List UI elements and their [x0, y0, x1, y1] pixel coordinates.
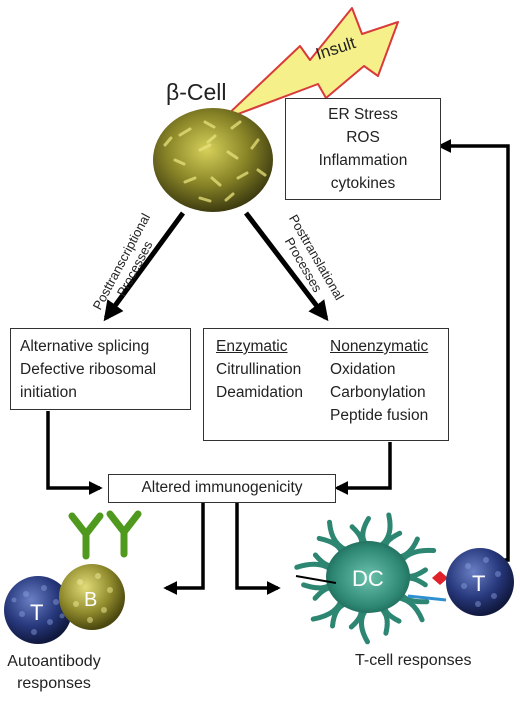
stress-item: ROS — [346, 129, 380, 146]
tcr-contact-line — [407, 594, 447, 602]
nonenzymatic-column: Nonenzymatic Oxidation Carbonylation Pep… — [330, 335, 428, 427]
enzymatic-item: Citrullination — [216, 361, 302, 378]
altered-immunogenicity-label: Altered immunogenicity — [141, 479, 303, 496]
arrow-right-process — [244, 211, 329, 322]
autoantibody-label: Autoantibody responses — [0, 651, 108, 695]
b-cell-label: B — [84, 589, 97, 611]
arrow-feedback-to-stress — [437, 139, 510, 562]
autoantibody-line: responses — [17, 675, 91, 692]
nonenzymatic-heading: Nonenzymatic — [330, 338, 429, 355]
t-cell-left-label: T — [30, 600, 43, 625]
splicing-item: initiation — [20, 384, 77, 401]
enzymatic-column: Enzymatic Citrullination Deamidation — [216, 335, 303, 404]
stress-box: ER Stress ROS Inflammation cytokines — [285, 98, 441, 200]
t-cell-right — [446, 548, 514, 616]
stress-item: ER Stress — [328, 106, 398, 123]
altered-immunogenicity-box: Altered immunogenicity — [108, 474, 336, 503]
tcell-responses-text: T-cell responses — [355, 652, 472, 669]
stress-item: cytokines — [330, 175, 396, 192]
splicing-item: Alternative splicing — [20, 338, 150, 355]
antibody-icon — [68, 510, 142, 560]
arrow-left-to-altered — [46, 411, 103, 495]
arrow-altered-to-autoantibody — [163, 502, 205, 595]
t-cell-right-label: T — [472, 571, 485, 596]
autoantibody-line: Autoantibody — [7, 653, 101, 670]
modification-box: Enzymatic Citrullination Deamidation Non… — [203, 328, 449, 441]
enzymatic-item: Deamidation — [216, 384, 304, 401]
dendritic-cell — [294, 512, 437, 645]
arrow-altered-to-tcell — [235, 502, 281, 595]
beta-cell-label: β-Cell — [166, 79, 227, 105]
arrow-left-process — [103, 211, 186, 322]
nonenzymatic-item: Peptide fusion — [330, 407, 429, 424]
beta-cell — [153, 108, 273, 212]
t-cell-left — [4, 576, 72, 644]
b-cell — [59, 564, 125, 630]
tcell-responses-label: T-cell responses — [355, 652, 472, 670]
splicing-box: Alternative splicing Defective ribosomal… — [10, 328, 191, 410]
nonenzymatic-item: Carbonylation — [330, 384, 426, 401]
arrow-right-to-altered — [334, 442, 392, 495]
enzymatic-heading: Enzymatic — [216, 338, 288, 355]
nonenzymatic-item: Oxidation — [330, 361, 396, 378]
stress-item: Inflammation — [318, 152, 408, 169]
antigen-contact-icon — [432, 571, 448, 585]
splicing-item: Defective ribosomal — [20, 361, 157, 378]
insult-bolt — [221, 7, 399, 121]
dc-label: DC — [352, 566, 384, 591]
